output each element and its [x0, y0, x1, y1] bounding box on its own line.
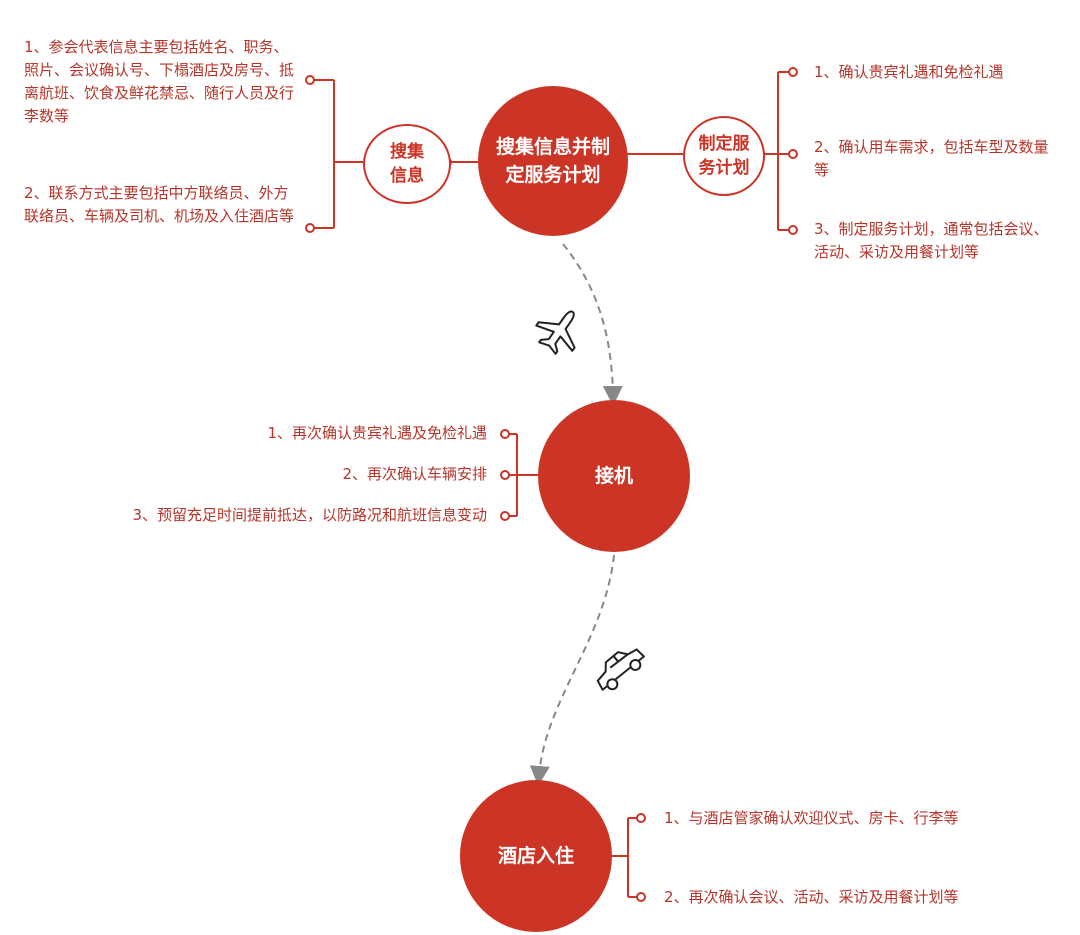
pickup-item-3: 3、预留充足时间提前抵达，以防路况和航班信息变动: [132, 506, 487, 524]
checkin-bracket: [612, 813, 646, 902]
pickup-bracket: [500, 429, 538, 521]
plan-item-2: 2、确认用车需求，包括车型及数量等: [814, 138, 1049, 179]
transition-arrow-1: [562, 243, 623, 406]
plan-item-1: 1、确认贵宾礼遇和免检礼遇: [814, 63, 1004, 81]
collect-node: 搜集信息: [363, 124, 451, 204]
plan-node: 制定服务计划: [683, 116, 765, 196]
plan-bracket: [625, 67, 798, 235]
pickup-node: 接机: [538, 400, 690, 552]
airplane-icon: [535, 310, 576, 355]
checkin-node-label: 酒店入住: [497, 845, 574, 867]
plan-node-label: 制定服务计划: [698, 134, 750, 178]
checkin-item-2: 2、再次确认会议、活动、采访及用餐计划等: [664, 888, 959, 906]
plan-item-3: 3、制定服务计划，通常包括会议、活动、采访及用餐计划等: [814, 220, 1049, 261]
transition-arrow-2: [529, 554, 615, 786]
pickup-node-label: 接机: [594, 465, 633, 487]
main-node-label: 搜集信息并制定服务计划: [495, 136, 610, 186]
pickup-item-1: 1、再次确认贵宾礼遇及免检礼遇: [267, 424, 487, 442]
checkin-item-1: 1、与酒店管家确认欢迎仪式、房卡、行李等: [664, 809, 959, 827]
car-icon: [596, 648, 645, 691]
collect-node-label: 搜集信息: [390, 142, 424, 186]
collect-item-2: 2、联系方式主要包括中方联络员、外方联络员、车辆及司机、机场及入住酒店等: [24, 184, 295, 225]
main-node: 搜集信息并制定服务计划: [478, 86, 628, 236]
checkin-node: 酒店入住: [460, 780, 612, 932]
pickup-item-2: 2、再次确认车辆安排: [342, 465, 487, 483]
collect-item-1: 1、参会代表信息主要包括姓名、职务、照片、会议确认号、下榻酒店及房号、抵离航班、…: [24, 38, 295, 125]
